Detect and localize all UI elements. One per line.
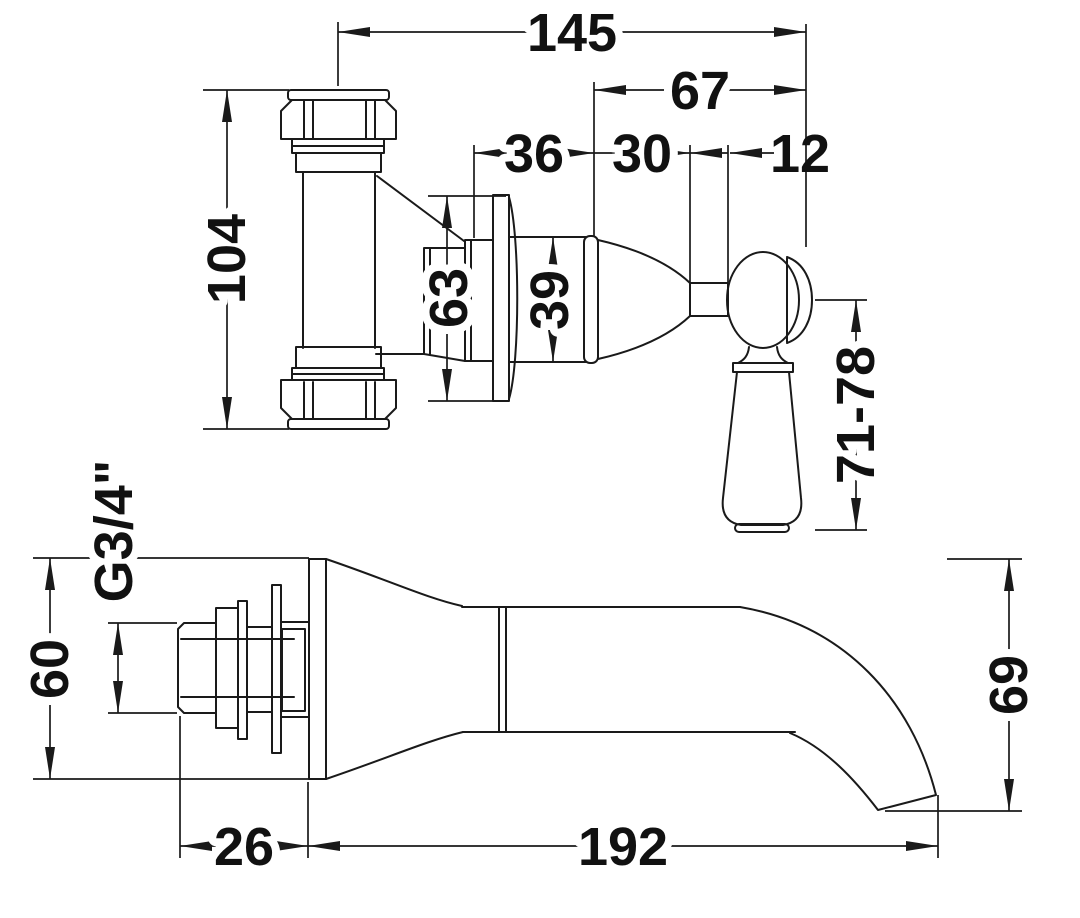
dimension-spindle-length: 12 <box>689 124 830 282</box>
handle-spindle <box>689 282 729 317</box>
hub-lines <box>280 621 310 718</box>
handle-collar <box>732 362 794 373</box>
bottom-collar <box>295 346 382 369</box>
dim-label-overall-depth: 145 <box>527 3 617 63</box>
dim-label-flange-diameter: 63 <box>419 268 479 328</box>
dimension-trim-to-spindle: 30 <box>594 116 690 192</box>
dimension-flange-diameter: 63 <box>411 195 506 402</box>
bottom-cap <box>287 418 390 430</box>
handle-neck <box>737 346 789 364</box>
handle-cone <box>597 239 691 360</box>
spout-nose <box>739 606 937 811</box>
dimension-trim-diameter: 39 <box>512 236 588 363</box>
dim-label-trim-to-spindle: 30 <box>612 124 672 184</box>
handle-lever <box>721 371 803 526</box>
handle-ball <box>726 251 800 349</box>
dim-label-spout-flange-height: 60 <box>20 639 80 699</box>
spout-wall-plate <box>308 558 327 780</box>
dimension-thread-size: G3/4" <box>76 452 177 714</box>
dimension-spout-drop: 69 <box>885 558 1047 812</box>
trim-bead <box>583 235 599 364</box>
dimension-spout-projection: 192 <box>308 795 939 885</box>
bottom-hex-facets <box>303 381 376 419</box>
top-collar <box>295 152 382 173</box>
spout-bell <box>325 558 464 780</box>
tail-pipe <box>246 626 273 713</box>
dim-label-trim-diameter: 39 <box>520 270 580 330</box>
dim-label-spout-projection: 192 <box>578 817 668 877</box>
spout-side-view: 60 G3/4" 26 192 69 <box>12 452 1047 885</box>
valve-side-view: 145 67 36 30 12 104 <box>189 0 894 533</box>
dimension-wall-to-handle-front: 67 <box>593 53 806 236</box>
washer-wall <box>271 584 282 754</box>
spout-tube <box>461 606 796 733</box>
lever-handle <box>597 239 813 533</box>
dimension-valve-body-height: 104 <box>189 89 289 430</box>
handle-ball-cap <box>786 256 813 344</box>
dim-label-thread-size: G3/4" <box>84 460 144 603</box>
top-hex-facets <box>303 100 376 139</box>
valve-body <box>280 89 466 430</box>
dim-label-spout-drop: 69 <box>979 655 1039 715</box>
spout-body <box>308 558 937 811</box>
spout-tail-assembly <box>177 584 310 754</box>
dim-label-spout-tail-depth: 26 <box>214 817 274 877</box>
dimension-overall-depth: 145 <box>337 0 807 247</box>
dimension-spout-tail-depth: 26 <box>179 716 309 885</box>
body-tube <box>302 171 376 349</box>
locknut <box>215 607 239 729</box>
top-cap <box>287 89 390 101</box>
dim-label-handle-length: 71-78 <box>826 346 886 484</box>
washer-inner <box>237 600 248 740</box>
wall-flange-dome <box>508 196 519 400</box>
dimension-handle-length: 71-78 <box>815 299 894 531</box>
dim-label-valve-body-height: 104 <box>197 214 257 304</box>
hub <box>281 628 306 712</box>
top-hex-nut <box>280 99 397 140</box>
dim-label-trim-depth: 36 <box>504 124 564 184</box>
dim-label-spindle-length: 12 <box>770 124 830 184</box>
dim-label-wall-to-handle-front: 67 <box>670 61 730 121</box>
threaded-tail <box>177 622 217 714</box>
dimension-trim-depth: 36 <box>473 116 594 238</box>
handle-lever-foot <box>734 523 790 533</box>
bottom-hex-nut <box>280 379 397 420</box>
wall-flange <box>492 194 510 402</box>
dimension-spout-flange-height: 60 <box>12 557 309 780</box>
